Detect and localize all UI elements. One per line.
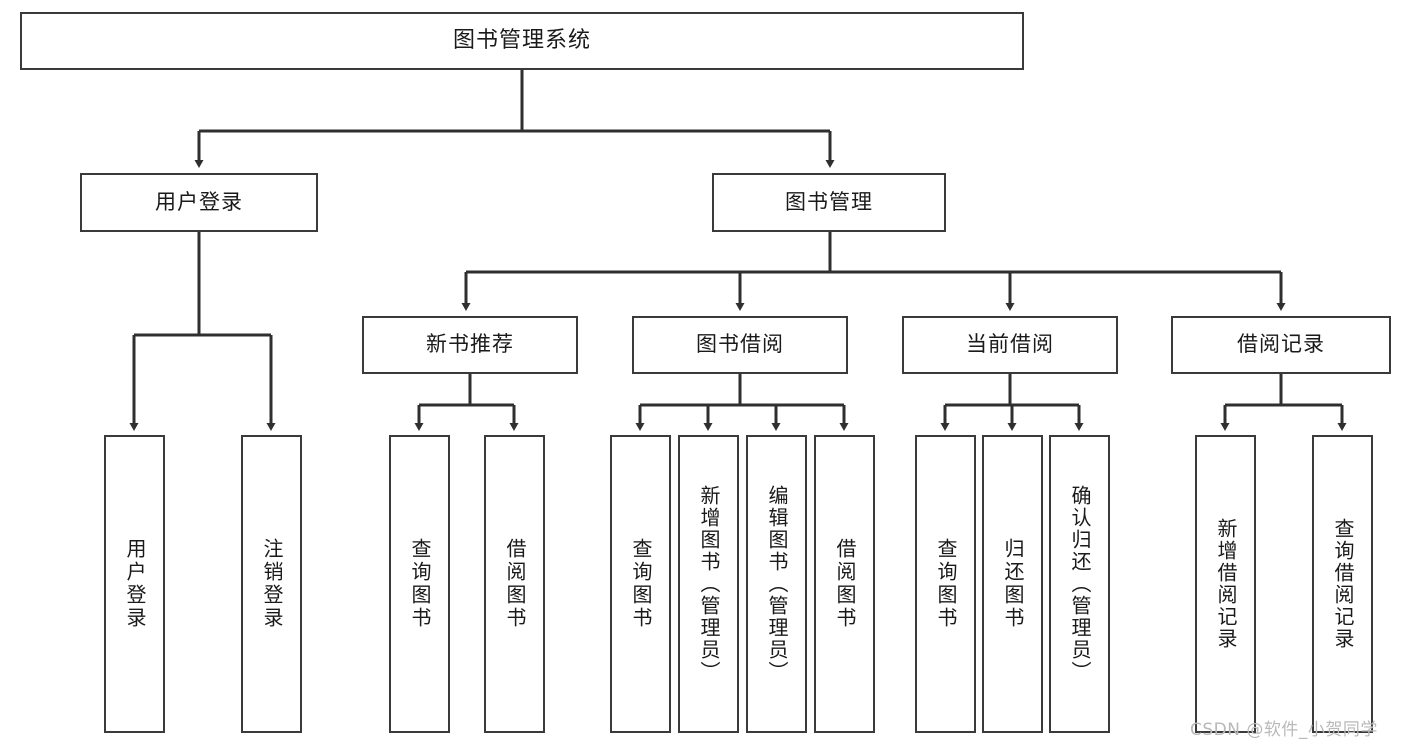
node-label: 查询图书	[934, 538, 958, 630]
node-label: 新书推荐	[426, 332, 514, 357]
leaf-query-book-current[interactable]: 查询图书	[915, 435, 976, 733]
node-label: 借阅图书	[833, 538, 857, 630]
node-label: 当前借阅	[966, 332, 1054, 357]
node-label: 借阅记录	[1237, 332, 1325, 357]
csdn-watermark: CSDN @软件_小贺同学	[1190, 720, 1378, 740]
node-label: 新增图书（管理员）	[697, 485, 721, 683]
node-label: 查询借阅记录	[1331, 518, 1355, 650]
node-label: 查询图书	[408, 538, 432, 630]
leaf-query-borrow-record[interactable]: 查询借阅记录	[1312, 435, 1373, 733]
node-user-login[interactable]: 用户登录	[80, 173, 318, 232]
node-label: 图书管理系统	[452, 27, 591, 53]
leaf-borrow-book-new[interactable]: 借阅图书	[484, 435, 545, 733]
node-label: 用户登录	[123, 538, 147, 630]
leaf-user-login[interactable]: 用户登录	[104, 435, 165, 733]
leaf-borrow-book[interactable]: 借阅图书	[814, 435, 875, 733]
node-label: 查询图书	[629, 538, 653, 630]
node-label: 确认归还（管理员）	[1068, 485, 1092, 683]
node-label: 图书借阅	[696, 332, 784, 357]
node-label: 归还图书	[1001, 538, 1025, 630]
node-book-management[interactable]: 图书管理	[712, 173, 946, 232]
leaf-add-book-admin[interactable]: 新增图书（管理员）	[678, 435, 739, 733]
leaf-confirm-return-admin[interactable]: 确认归还（管理员）	[1049, 435, 1110, 733]
node-book-borrow[interactable]: 图书借阅	[632, 316, 848, 374]
node-current-borrow[interactable]: 当前借阅	[902, 316, 1118, 374]
node-label: 注销登录	[260, 538, 284, 630]
node-borrow-record[interactable]: 借阅记录	[1171, 316, 1391, 374]
leaf-logout[interactable]: 注销登录	[241, 435, 302, 733]
leaf-add-borrow-record[interactable]: 新增借阅记录	[1195, 435, 1256, 733]
leaf-query-book-borrow[interactable]: 查询图书	[610, 435, 671, 733]
node-label: 借阅图书	[503, 538, 527, 630]
node-root-system[interactable]: 图书管理系统	[20, 12, 1024, 70]
node-label: 编辑图书（管理员）	[765, 485, 789, 683]
node-new-book-recommend[interactable]: 新书推荐	[362, 316, 578, 374]
leaf-query-book-new[interactable]: 查询图书	[389, 435, 450, 733]
leaf-edit-book-admin[interactable]: 编辑图书（管理员）	[746, 435, 807, 733]
node-label: 新增借阅记录	[1214, 518, 1238, 650]
node-label: 图书管理	[785, 189, 873, 214]
node-label: 用户登录	[155, 189, 243, 214]
leaf-return-book[interactable]: 归还图书	[982, 435, 1043, 733]
